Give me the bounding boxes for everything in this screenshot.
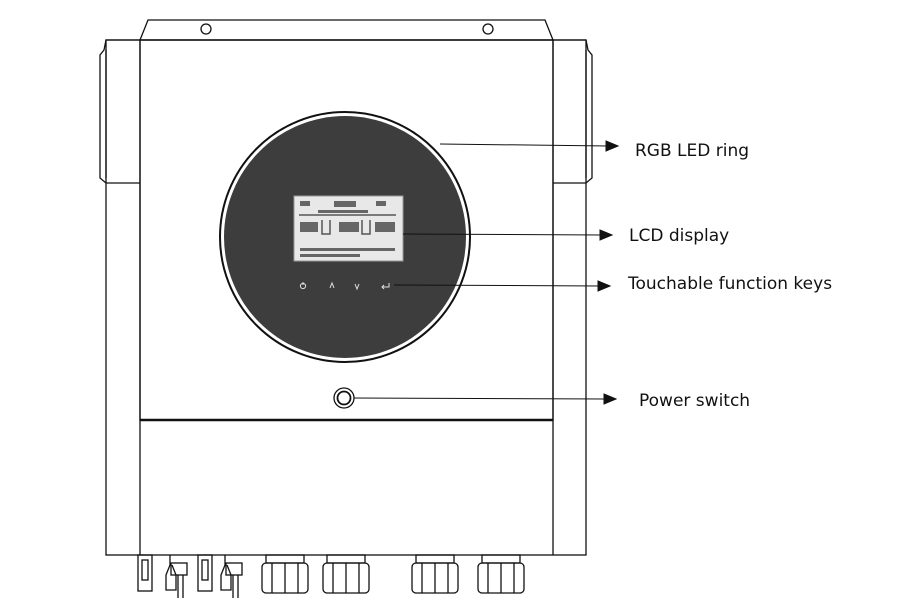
callout-arrow-rgb-led-ring — [439, 140, 620, 152]
function-keys-label: Touchable function keys — [628, 274, 833, 294]
up-icon — [329, 281, 335, 289]
cable-gland-2 — [322, 554, 370, 594]
cable-gland-1 — [261, 554, 309, 594]
power-switch[interactable] — [333, 387, 355, 409]
cable-gland-4 — [477, 554, 525, 594]
touch-key-power[interactable] — [299, 282, 307, 290]
touch-key-enter[interactable] — [381, 283, 390, 290]
power-switch-label: Power switch — [639, 391, 751, 411]
bottom-terminals — [137, 554, 525, 598]
callout-arrow-function-keys — [393, 280, 612, 292]
cable-gland-3 — [411, 554, 459, 594]
rgb-led-ring-label: RGB LED ring — [635, 141, 750, 161]
down-icon — [354, 283, 360, 291]
touch-key-down[interactable] — [354, 283, 360, 291]
mounting-hole-right — [482, 23, 494, 35]
callout-arrow-lcd-display — [402, 229, 614, 241]
enter-icon — [381, 283, 390, 290]
callout-arrow-power-switch — [353, 393, 618, 405]
touch-key-up[interactable] — [329, 281, 335, 289]
mounting-bracket — [139, 19, 554, 41]
lcd-display-label: LCD display — [629, 226, 730, 246]
lcd-display — [293, 195, 404, 262]
mounting-hole-left — [200, 23, 212, 35]
